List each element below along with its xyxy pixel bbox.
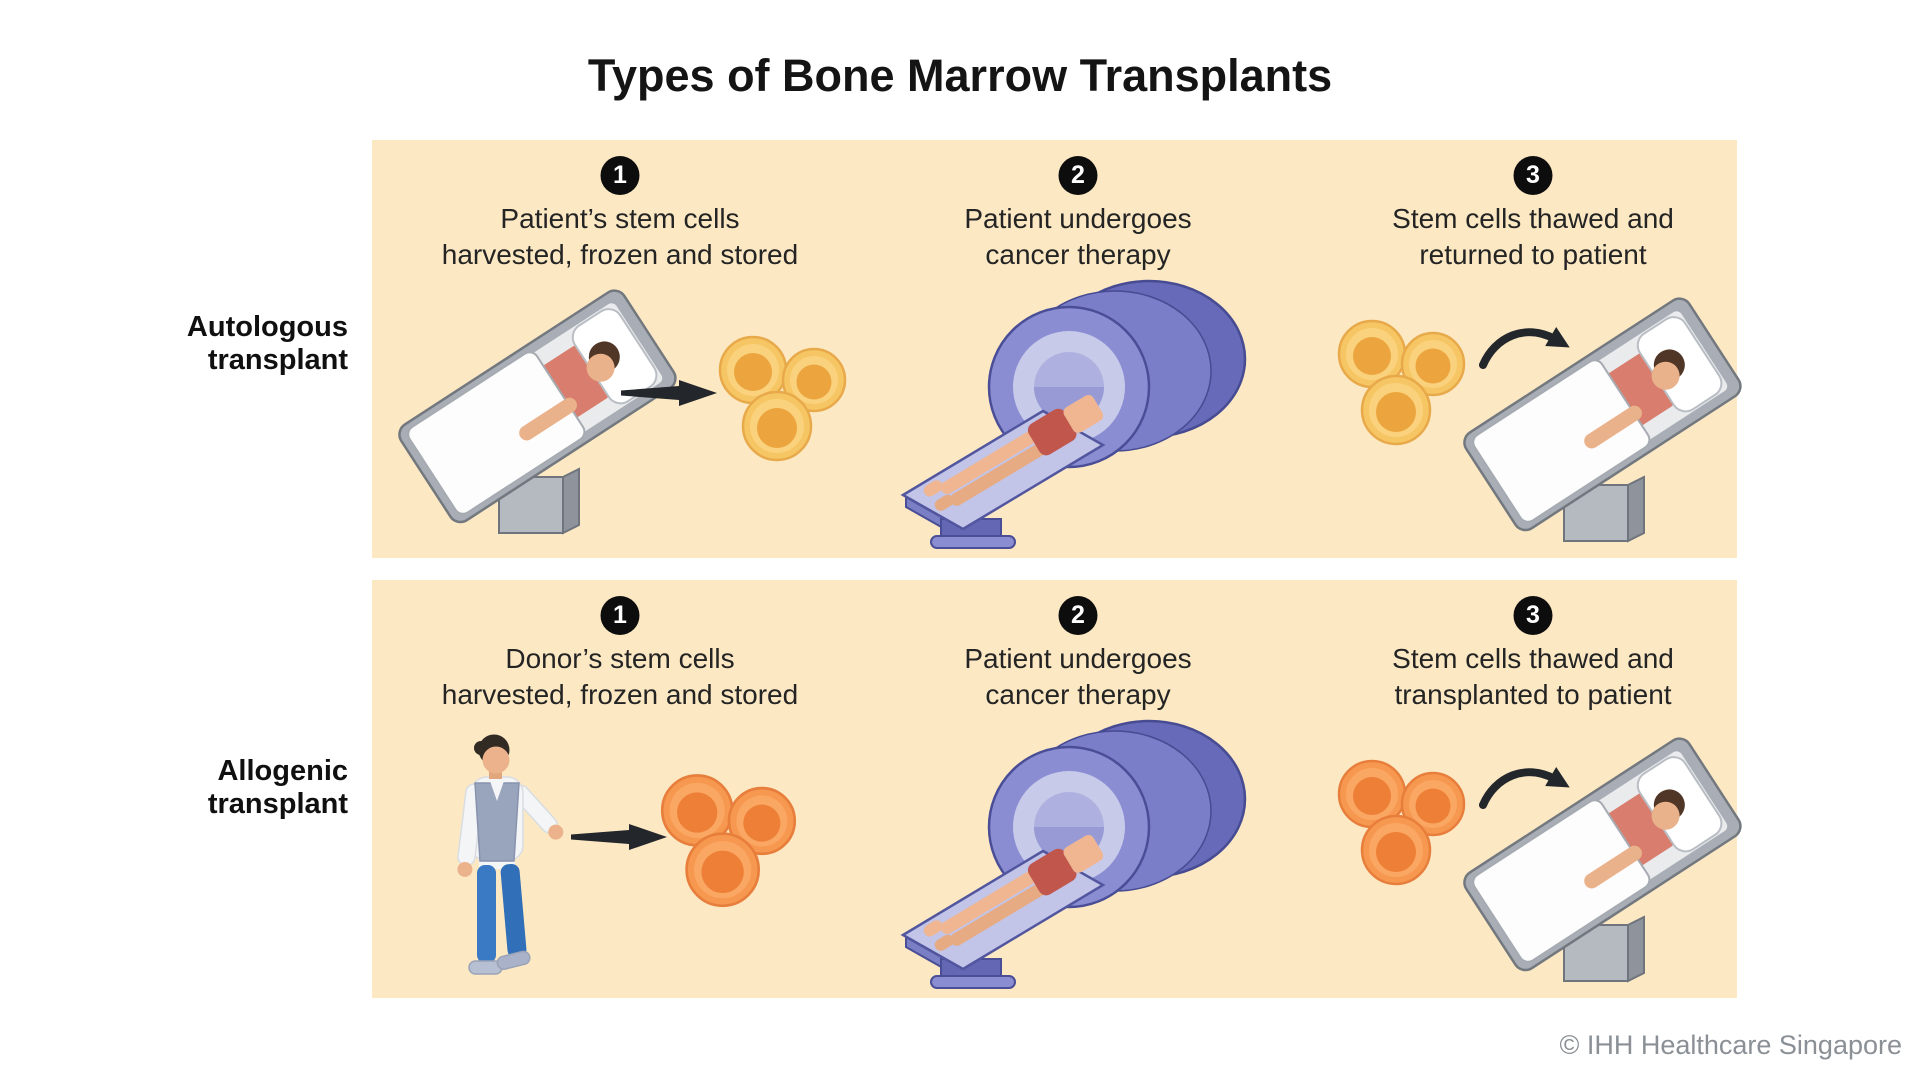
autologous-step-1: 1 Patient’s stem cells harvested, frozen… — [393, 140, 847, 558]
step-number-badge: 3 — [1513, 596, 1553, 635]
stem-cells-icon — [662, 775, 795, 906]
page-title: Types of Bone Marrow Transplants — [587, 50, 1333, 101]
row-label-line2: transplant — [207, 788, 348, 820]
donor-to-cells-illustration — [454, 733, 795, 975]
step-caption-line1: Stem cells thawed and — [1392, 203, 1674, 234]
step-caption-line2: transplanted to patient — [1394, 679, 1672, 710]
autologous-step-2: 2 Patient undergoes cancer therapy — [851, 140, 1305, 558]
step-caption-line1: Stem cells thawed and — [1392, 643, 1674, 674]
step-number-badge: 3 — [1513, 156, 1553, 195]
mri-scanner-icon — [901, 719, 1247, 990]
copyright-notice: © IHH Healthcare Singapore — [1559, 1030, 1902, 1060]
step-caption-line1: Patient undergoes — [964, 643, 1192, 674]
row-label-autologous: Autologous transplant — [80, 311, 348, 377]
step-caption: Patient’s stem cells harvested, frozen a… — [393, 201, 847, 273]
step-caption: Donor’s stem cells harvested, frozen and… — [393, 641, 847, 713]
cells-to-patient-bed-illustration — [1339, 292, 1747, 543]
patient-bed-to-cells-illustration — [393, 284, 845, 535]
step-caption: Patient undergoes cancer therapy — [851, 201, 1305, 273]
hospital-bed-patient-icon — [1458, 732, 1747, 983]
step-number-badge: 2 — [1058, 596, 1098, 635]
mri-scanner-illustration — [901, 719, 1247, 990]
step-caption: Patient undergoes cancer therapy — [851, 641, 1305, 713]
standing-donor-icon — [454, 733, 568, 975]
mri-scanner-illustration — [901, 279, 1247, 550]
stem-cells-icon — [1339, 761, 1464, 884]
allogenic-panel: 1 Donor’s stem cells harvested, frozen a… — [372, 580, 1747, 998]
step-caption-line1: Patient undergoes — [964, 203, 1192, 234]
right-arrow-icon — [571, 824, 667, 850]
hospital-bed-patient-icon — [393, 284, 682, 535]
row-label-line2: transplant — [207, 344, 348, 376]
step-number-badge: 1 — [600, 596, 640, 635]
autologous-panel: 1 Patient’s stem cells harvested, frozen… — [372, 140, 1747, 558]
step-caption-line1: Donor’s stem cells — [505, 643, 735, 674]
autologous-step-3: 3 Stem cells thawed and returned to pati… — [1306, 140, 1760, 558]
curved-arrow-icon — [1483, 327, 1575, 365]
allogenic-step-3: 3 Stem cells thawed and transplanted to … — [1306, 580, 1760, 998]
step-number-badge: 2 — [1058, 156, 1098, 195]
step-number-badge: 1 — [600, 156, 640, 195]
cells-to-patient-bed-illustration — [1339, 732, 1747, 983]
hospital-bed-patient-icon — [1458, 292, 1747, 543]
step-caption-line2: harvested, frozen and stored — [441, 679, 799, 710]
step-caption: Stem cells thawed and transplanted to pa… — [1306, 641, 1760, 713]
stem-cells-icon — [1339, 321, 1464, 444]
row-label-line1: Allogenic — [217, 755, 348, 787]
step-caption-line2: cancer therapy — [985, 679, 1171, 710]
step-caption-line2: cancer therapy — [985, 239, 1171, 270]
allogenic-step-2: 2 Patient undergoes cancer therapy — [851, 580, 1305, 998]
row-label-allogenic: Allogenic transplant — [80, 755, 348, 821]
step-caption-line1: Patient’s stem cells — [500, 203, 740, 234]
stem-cells-icon — [720, 337, 845, 460]
row-label-line1: Autologous — [186, 311, 348, 343]
mri-scanner-icon — [901, 279, 1247, 550]
step-caption-line2: returned to patient — [1419, 239, 1647, 270]
allogenic-step-1: 1 Donor’s stem cells harvested, frozen a… — [393, 580, 847, 998]
step-caption: Stem cells thawed and returned to patien… — [1306, 201, 1760, 273]
step-caption-line2: harvested, frozen and stored — [441, 239, 799, 270]
curved-arrow-icon — [1483, 767, 1575, 805]
